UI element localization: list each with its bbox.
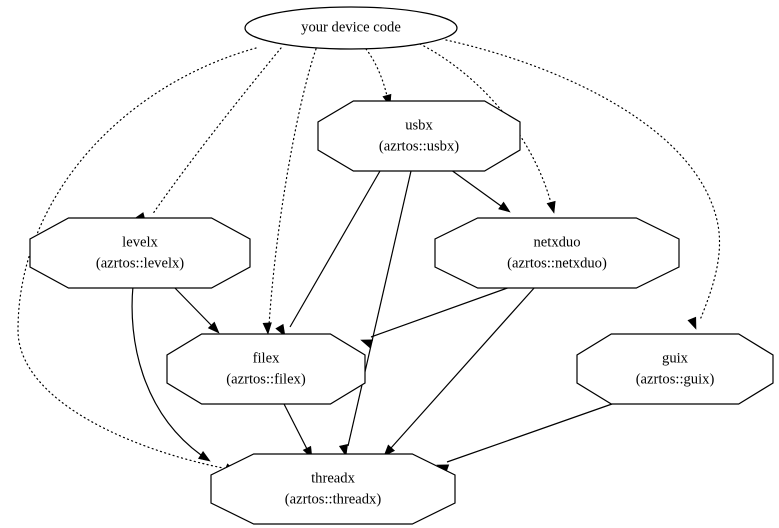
edge-line-solid bbox=[171, 284, 213, 327]
edge-line-solid bbox=[446, 166, 502, 207]
node-filex[interactable]: filex(azrtos::filex) bbox=[166, 333, 366, 405]
arrow-head-icon bbox=[275, 323, 286, 337]
node-shape-ellipse bbox=[244, 6, 458, 50]
edge-netxduo-to-threadx bbox=[383, 286, 536, 457]
node-label-namespace: (azrtos::netxduo) bbox=[507, 255, 607, 271]
edge-line-dotted bbox=[445, 39, 721, 321]
node-shape-octagon bbox=[210, 453, 456, 525]
edge-line-solid bbox=[131, 285, 202, 456]
edge-device-to-netxduo bbox=[415, 41, 556, 214]
node-label-namespace: (azrtos::usbx) bbox=[379, 138, 459, 154]
edge-netxduo-to-filex bbox=[360, 285, 514, 349]
node-shape-octagon bbox=[166, 333, 366, 405]
edge-filex-to-threadx bbox=[282, 401, 313, 459]
arrow-head-icon bbox=[360, 339, 374, 349]
edge-guix-to-threadx bbox=[436, 403, 613, 474]
edge-line-solid bbox=[347, 170, 412, 447]
edge-line-dotted bbox=[268, 48, 317, 326]
edge-usbx-to-filex bbox=[275, 170, 381, 337]
arrow-head-icon bbox=[546, 200, 556, 214]
edge-device-to-usbx bbox=[365, 48, 392, 107]
node-guix[interactable]: guix(azrtos::guix) bbox=[576, 333, 774, 405]
arrow-head-icon bbox=[207, 321, 220, 334]
edge-device-to-guix bbox=[445, 39, 721, 330]
node-shape-octagon bbox=[29, 217, 251, 289]
arrow-head-icon bbox=[383, 444, 396, 457]
edge-usbx-to-netxduo bbox=[446, 166, 511, 213]
node-label-primary: levelx bbox=[122, 234, 158, 250]
node-label-primary: filex bbox=[253, 350, 280, 366]
arrow-head-icon bbox=[262, 322, 272, 335]
node-netxduo[interactable]: netxduo(azrtos::netxduo) bbox=[434, 217, 680, 289]
node-shape-octagon bbox=[434, 217, 680, 289]
node-label-primary: usbx bbox=[405, 117, 433, 133]
node-label-primary: threadx bbox=[311, 470, 355, 486]
edge-line-solid bbox=[289, 170, 381, 328]
node-device[interactable]: your device code bbox=[244, 6, 458, 50]
node-threadx[interactable]: threadx(azrtos::threadx) bbox=[210, 453, 456, 525]
edge-line-solid bbox=[446, 403, 613, 463]
node-label-namespace: (azrtos::guix) bbox=[636, 371, 715, 387]
node-levelx[interactable]: levelx(azrtos::levelx) bbox=[29, 217, 251, 289]
node-label-primary: your device code bbox=[301, 19, 401, 35]
edge-levelx-to-threadx bbox=[131, 285, 211, 462]
arrow-head-icon bbox=[338, 443, 348, 457]
nodes-layer: your device codeusbx(azrtos::usbx)levelx… bbox=[29, 6, 774, 525]
edge-line-dotted bbox=[17, 47, 257, 470]
edges-layer bbox=[17, 39, 721, 474]
arrow-head-icon bbox=[687, 316, 697, 330]
edge-line-solid bbox=[390, 286, 536, 449]
node-label-namespace: (azrtos::filex) bbox=[226, 371, 306, 387]
edge-line-solid bbox=[370, 285, 514, 338]
node-label-primary: netxduo bbox=[533, 234, 580, 250]
node-label-primary: guix bbox=[662, 350, 689, 366]
edge-levelx-to-filex bbox=[171, 284, 220, 334]
arrow-head-icon bbox=[498, 201, 511, 213]
node-usbx[interactable]: usbx(azrtos::usbx) bbox=[317, 100, 521, 172]
arrow-head-icon bbox=[197, 450, 211, 462]
edge-device-to-levelx bbox=[135, 47, 282, 225]
edge-device-to-filex bbox=[262, 48, 317, 335]
node-shape-octagon bbox=[317, 100, 521, 172]
edge-line-dotted bbox=[151, 47, 282, 216]
node-label-namespace: (azrtos::levelx) bbox=[96, 255, 184, 271]
edge-line-dotted bbox=[365, 48, 388, 97]
node-label-namespace: (azrtos::threadx) bbox=[285, 491, 382, 507]
node-shape-octagon bbox=[576, 333, 774, 405]
edge-line-dotted bbox=[415, 41, 552, 204]
edge-usbx-to-threadx bbox=[338, 170, 412, 457]
edge-line-solid bbox=[282, 401, 308, 450]
